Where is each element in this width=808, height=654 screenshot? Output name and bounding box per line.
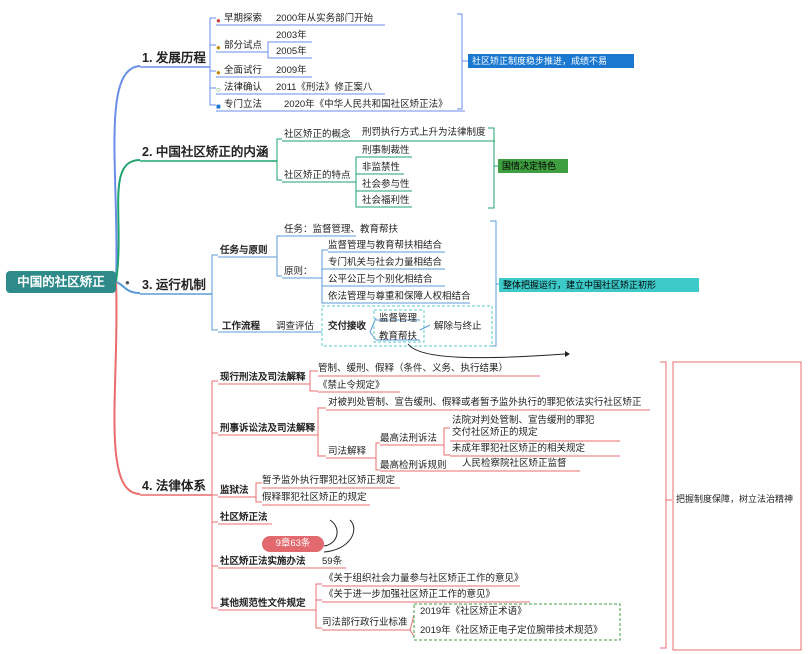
survey-label[interactable]: 调查评估 [276, 321, 315, 332]
history-item-value[interactable]: 2011《刑法》修正案八 [276, 82, 373, 93]
prison-item[interactable]: 假释罪犯社区矫正的规定 [262, 492, 367, 503]
prison-item[interactable]: 暂予监外执行罪犯社区矫正规定 [262, 475, 396, 486]
history-item-label[interactable]: 部分试点 [224, 40, 263, 51]
current-law-item[interactable]: 《禁止令规定》 [318, 380, 385, 391]
history-item-value[interactable]: 2000年从实务部门开始 [276, 13, 374, 24]
workflow-label[interactable]: 工作流程 [222, 321, 261, 332]
history-summary[interactable]: 社区矫正制度稳步推进，成绩不易 [468, 54, 634, 68]
spc-label[interactable]: 最高法刑诉法 [380, 433, 438, 444]
trait-item[interactable]: 非监禁性 [362, 162, 401, 173]
root-label: 中国的社区矫正 [17, 275, 105, 289]
connotation-summary[interactable]: 国情决定特色 [498, 159, 568, 173]
procedure-law-label[interactable]: 刑事诉讼法及司法解释 [220, 423, 316, 434]
spc-item[interactable]: 未成年罪犯社区矫正的相关规定 [452, 443, 586, 454]
principle-item[interactable]: 监督管理与教育帮扶相结合 [328, 240, 443, 251]
procedure-item[interactable]: 对被判处管制、宣告缓刑、假释或者暂予监外执行的罪犯依法实行社区矫正 [328, 397, 642, 408]
handover-label[interactable]: 交付接收 [328, 321, 367, 332]
trait-item[interactable]: 刑事制裁性 [362, 145, 410, 156]
other-docs-label[interactable]: 其他规范性文件规定 [220, 598, 306, 609]
other-doc-item[interactable]: 《关于组织社会力量参与社区矫正工作的意见》 [324, 573, 524, 584]
history-item-value[interactable]: 2009年 [276, 65, 307, 76]
principle-item[interactable]: 公平公正与个别化相结合 [328, 274, 433, 285]
cc-rules-label[interactable]: 社区矫正法实施办法 [220, 556, 306, 567]
release-label[interactable]: 解除与终止 [434, 321, 482, 332]
flag-icon: ● [216, 68, 221, 77]
history-item-label[interactable]: 早期探索 [224, 13, 263, 24]
cc-law-label[interactable]: 社区矫正法 [220, 512, 268, 523]
law-summary[interactable]: 把握制度保障，树立法治精神 [676, 494, 794, 504]
branch-mechanism-title[interactable]: 3. 运行机制 [142, 278, 206, 292]
check-icon: ○ [216, 85, 221, 94]
trait-item[interactable]: 社会参与性 [362, 179, 410, 190]
prison-law-label[interactable]: 监狱法 [220, 485, 249, 496]
history-item-value[interactable]: 2003年 [276, 30, 307, 41]
collapse-icon[interactable]: ● [125, 278, 130, 287]
task-label[interactable]: 任务：监督管理、教育帮扶 [284, 224, 399, 235]
other-doc-item[interactable]: 《关于进一步加强社区矫正工作的意见》 [324, 589, 496, 600]
spp-item[interactable]: 人民检察院社区矫正监督 [462, 458, 567, 469]
history-item-label[interactable]: 全面试行 [224, 65, 263, 76]
cc-law-pill[interactable]: 9章63条 [262, 536, 324, 552]
concept-label[interactable]: 社区矫正的概念 [284, 129, 351, 140]
cc-law-pill-label: 9章63条 [275, 538, 311, 549]
principle-item[interactable]: 专门机关与社会力量相结合 [328, 257, 443, 268]
cc-rules-value[interactable]: 59条 [322, 556, 343, 567]
industry-label[interactable]: 司法部行政行业标准 [322, 617, 408, 628]
industry-item[interactable]: 2019年《社区矫正术语》 [420, 606, 527, 617]
supervise-label[interactable]: 监督管理 [379, 313, 418, 324]
branch-history-title[interactable]: 1. 发展历程 [142, 51, 206, 65]
task-principle-label[interactable]: 任务与原则 [220, 245, 268, 256]
industry-item[interactable]: 2019年《社区矫正电子定位腕带技术规范》 [420, 625, 603, 636]
flag-icon: ● [216, 43, 221, 52]
history-item-value[interactable]: 2005年 [276, 46, 307, 57]
current-law-label[interactable]: 现行刑法及司法解释 [220, 372, 306, 383]
book-icon: ■ [216, 102, 221, 111]
branch-law-title[interactable]: 4. 法律体系 [142, 479, 206, 493]
branch-connotation-title[interactable]: 2. 中国社区矫正的内涵 [142, 145, 269, 159]
judicial-label[interactable]: 司法解释 [328, 446, 367, 457]
root-topic[interactable]: 中国的社区矫正 [6, 271, 116, 293]
history-item-value[interactable]: 2020年《中华人民共和国社区矫正法》 [284, 99, 448, 110]
spp-label[interactable]: 最高检刑诉规则 [380, 460, 447, 471]
principle-label[interactable]: 原则： [284, 266, 313, 277]
trait-item[interactable]: 社会福利性 [362, 195, 410, 206]
flag-icon: ● [216, 16, 221, 25]
history-item-label[interactable]: 专门立法 [224, 99, 263, 110]
principle-item[interactable]: 依法管理与尊重和保障人权相结合 [328, 291, 471, 302]
concept-value[interactable]: 刑罚执行方式上升为法律制度 [362, 127, 486, 138]
traits-label[interactable]: 社区矫正的特点 [284, 170, 351, 181]
spc-item[interactable]: 法院对判处管制、宣告缓刑的罪犯 [452, 415, 595, 426]
education-label[interactable]: 教育帮扶 [379, 331, 418, 342]
current-law-item[interactable]: 管制、缓刑、假释（条件、义务、执行结果） [318, 363, 509, 374]
spc-item[interactable]: 交付社区矫正的规定 [452, 427, 538, 438]
mechanism-summary[interactable]: 整体把握运行，建立中国社区矫正初形 [499, 278, 699, 292]
history-item-label[interactable]: 法律确认 [224, 82, 263, 93]
